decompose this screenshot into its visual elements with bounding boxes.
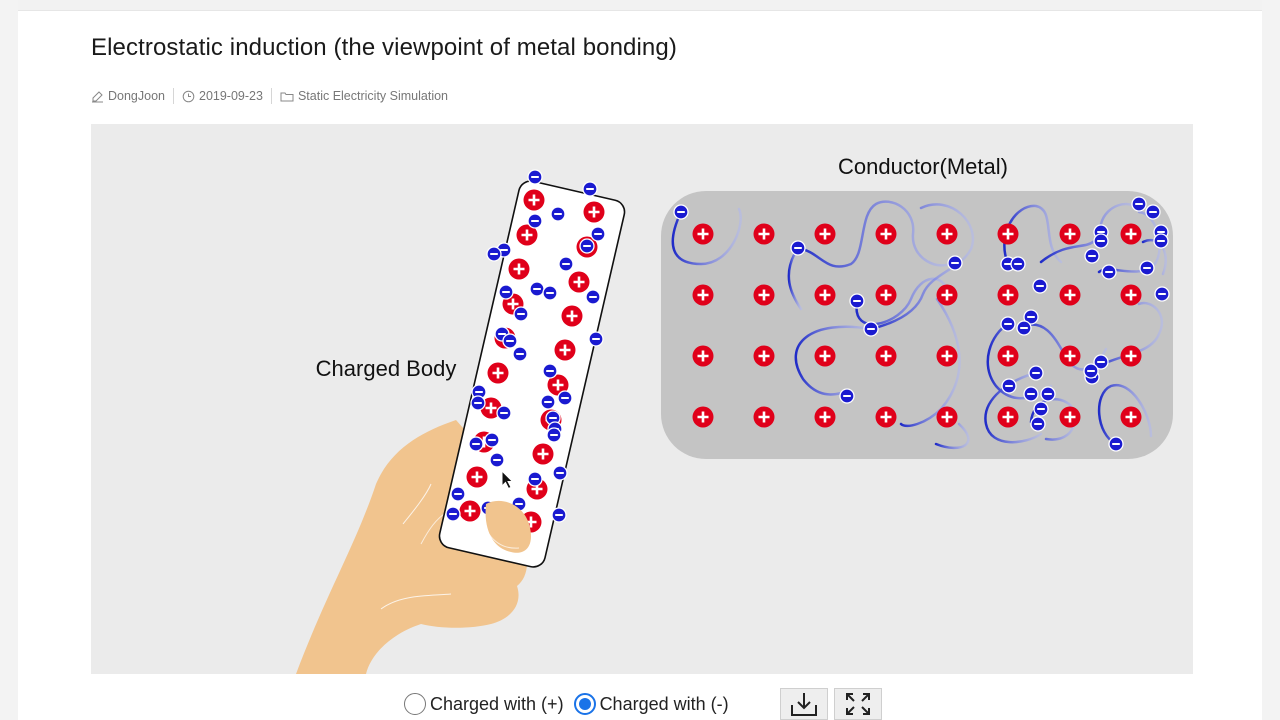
clock-icon xyxy=(182,90,195,102)
meta-divider xyxy=(173,88,174,104)
fullscreen-button[interactable] xyxy=(834,688,882,720)
simulation-svg: Conductor(Metal) xyxy=(296,154,1173,674)
meta-divider xyxy=(270,88,272,104)
post-date: 2019-09-23 xyxy=(182,89,263,103)
browser-top-strip xyxy=(0,0,1280,11)
download-icon xyxy=(791,693,817,716)
radio-positive[interactable] xyxy=(404,693,426,715)
radio-negative[interactable] xyxy=(573,693,596,715)
folder-icon xyxy=(280,92,294,101)
option-negative-label: Charged with (-) xyxy=(599,693,729,714)
hand-thumb xyxy=(485,500,531,553)
charged-body-label: Charged Body xyxy=(316,356,457,381)
simulation-canvas[interactable]: Conductor(Metal) xyxy=(91,124,1193,674)
mouse-cursor xyxy=(501,469,514,490)
option-positive[interactable]: Charged with (+) xyxy=(404,693,564,715)
category-link[interactable]: Static Electricity Simulation xyxy=(297,89,449,103)
download-button[interactable] xyxy=(780,688,828,720)
charge-selector: Charged with (+) Charged with (-) xyxy=(404,688,739,720)
author-link[interactable]: DongJoon xyxy=(108,89,165,103)
post-meta: DongJoon 2019-09-23 Static Electricity S… xyxy=(91,88,448,104)
left-margin xyxy=(0,0,18,720)
page-title: Electrostatic induction (the viewpoint o… xyxy=(91,34,677,61)
right-margin xyxy=(1262,0,1280,720)
author: DongJoon xyxy=(91,89,165,103)
fullscreen-icon xyxy=(846,693,870,715)
option-positive-label: Charged with (+) xyxy=(430,693,564,714)
option-negative[interactable]: Charged with (-) xyxy=(573,693,729,715)
category: Static Electricity Simulation xyxy=(280,89,448,103)
conductor-label: Conductor(Metal) xyxy=(838,154,1008,179)
pencil-icon xyxy=(92,90,103,102)
date-text: 2019-09-23 xyxy=(199,89,263,103)
